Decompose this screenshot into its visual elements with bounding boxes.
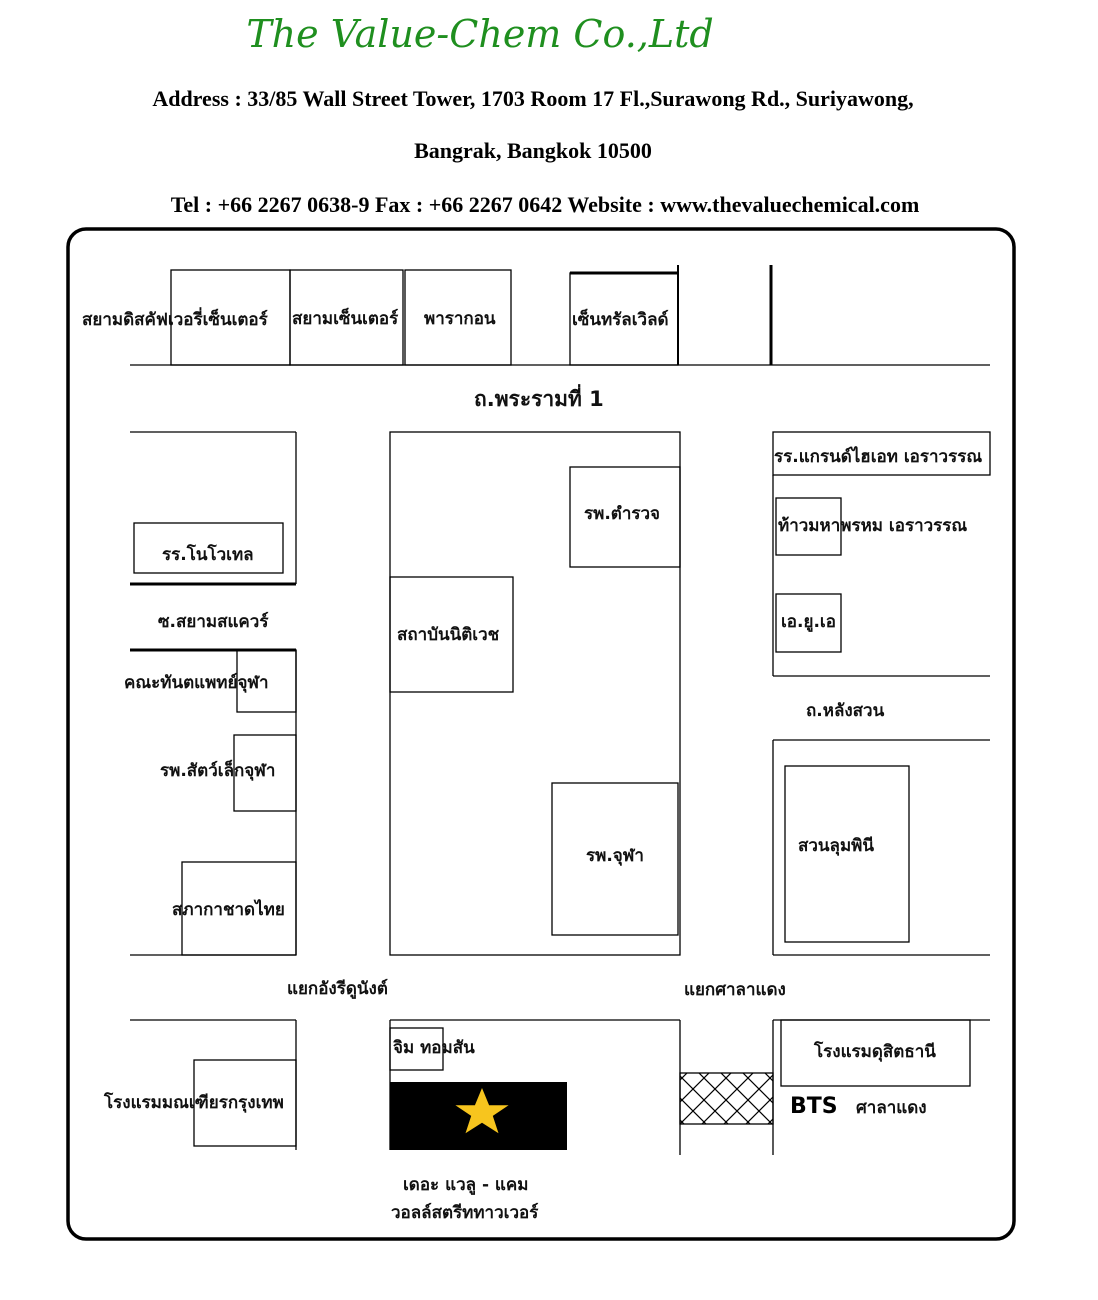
page-header: The Value-Chem Co.,Ltd Address : 33/85 W… (0, 0, 1098, 225)
address-line-1: Address : 33/85 Wall Street Tower, 1703 … (152, 86, 914, 111)
rama1-road-label: ถ.พระรามที่ 1 (474, 383, 604, 411)
company-name: The Value-Chem Co.,Ltd (246, 12, 714, 56)
dentistry-label: คณะทันตแพทย์จุฬา (124, 672, 269, 693)
forensic-institute-label: สถาบันนิติเวช (397, 625, 500, 645)
bottom-row-blocks (130, 1019, 990, 1155)
central-world-label: เซ็นทรัลเวิลด์ (572, 307, 669, 330)
left-column-blocks (130, 431, 297, 956)
montien-hotel-label: โรงแรมมณเฑียรกรุงเทพ (103, 1092, 284, 1113)
bts-skywalk-hatch (679, 1072, 774, 1125)
sala-daeng-intersection-label: แยกศาลาแดง (684, 980, 786, 1000)
erawan-shrine-label: ท้าวมหาพรหม เอราวรรณ (778, 516, 967, 536)
jim-thompson-label: จิม ทอมสัน (393, 1038, 475, 1058)
dusit-thani-label: โรงแรมดุสิตธานี (813, 1041, 936, 1062)
siam-center-label: สยามเซ็นเตอร์ (292, 306, 399, 329)
office-name-line-2: วอลล์สตรีททาวเวอร์ (391, 1202, 539, 1223)
aua-label: เอ.ยู.เอ (781, 612, 836, 633)
lumpini-park-label: สวนลุมพินี (798, 835, 874, 856)
star-icon (455, 1088, 509, 1134)
paragon-label: พารากอน (424, 309, 496, 329)
siam-discovery-label: สยามดิสคัฟเวอรี่เซ็นเตอร์ (82, 307, 269, 330)
address-line-2: Bangrak, Bangkok 10500 (414, 138, 652, 163)
police-hospital-label: รพ.ตำรวจ (584, 504, 660, 524)
right-column-blocks (772, 431, 991, 956)
bts-station-label: ศาลาแดง (856, 1098, 927, 1118)
chula-hospital-label: รพ.จุฬา (586, 846, 644, 866)
contact-line: Tel : +66 2267 0638-9 Fax : +66 2267 064… (170, 192, 920, 217)
soi-siam-square-label: ซ.สยามสแควร์ (158, 611, 269, 632)
lang-suan-road-label: ถ.หลังสวน (806, 701, 885, 721)
map-frame (66, 227, 1016, 1241)
office-name-line-1: เดอะ แวลู - แคม (403, 1175, 528, 1196)
red-cross-label: สภากาชาดไทย (172, 899, 285, 920)
bts-label: BTS (790, 1094, 838, 1119)
vet-hospital-label: รพ.สัตว์เล็กจุฬา (160, 758, 275, 781)
grand-hyatt-label: รร.แกรนด์ไฮเอท เอราวรรณ (774, 446, 982, 467)
novotel-label: รร.โนโวเทล (162, 544, 254, 565)
henri-dunant-intersection-label: แยกอังรีดูนังต์ (287, 978, 388, 1000)
center-block (389, 431, 681, 956)
top-row-buildings (130, 265, 990, 366)
